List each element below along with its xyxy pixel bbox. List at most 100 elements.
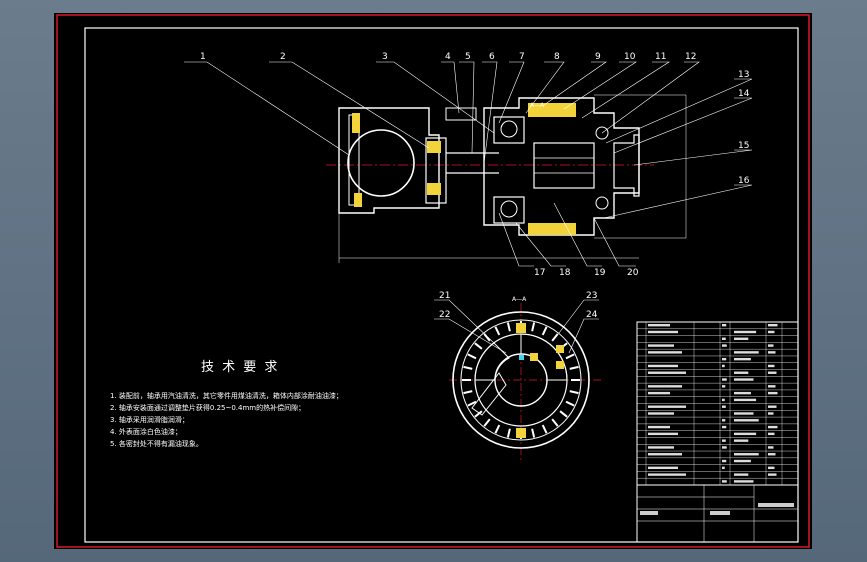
callout-3: 3 [382,52,388,62]
bearing-lower [493,196,525,224]
seal-upper [595,126,609,140]
stator-slot [541,326,548,336]
stator-slot [467,400,477,407]
shaft-circle [347,129,415,197]
stator-slot [559,410,568,418]
callout-15: 15 [738,141,749,151]
stator-slot [483,418,491,427]
outer-border [56,14,810,548]
stator-slot [531,322,536,332]
assembly-view: A—A [326,94,687,263]
marker-top [516,323,526,333]
bearing-upper [493,116,525,144]
callout-11: 11 [655,52,666,62]
callout-4: 4 [445,52,451,62]
seal-lower [595,196,609,210]
stator-slot [565,400,575,407]
tech-requirements: 技 术 要 求 1. 装配前，轴承用汽油清洗，其它零件用煤油清洗，箱体内部涂耐油… [110,360,343,448]
stator-slot [494,326,501,336]
callout-14: 14 [738,89,750,99]
leader-lines [184,61,753,354]
callout-10: 10 [624,52,636,62]
stator-slot [463,365,473,370]
stator-slot [531,428,536,438]
gear-teeth-bottom [528,223,576,235]
parts-list [636,321,799,543]
callout-numbers: 1 2 3 4 5 6 7 8 9 10 11 12 13 14 15 16 1… [200,52,750,320]
stator-slot [506,322,511,332]
drawing-sheet: A—A 1 2 3 4 5 6 7 8 9 [54,13,812,549]
stator-slot [483,333,491,342]
callout-20: 20 [627,268,639,278]
stator-slot [474,410,483,418]
outer-ring [452,311,590,449]
coupling [613,134,640,197]
cad-drawing: A—A 1 2 3 4 5 6 7 8 9 [56,14,810,548]
stator-slot [467,353,477,360]
callout-8: 8 [554,52,560,62]
callout-22: 22 [439,310,450,320]
tech-req-item-1: 1. 装配前，轴承用汽油清洗，其它零件用煤油清洗，箱体内部涂耐油油漆； [110,391,343,400]
flange [425,137,447,204]
marker-right-c [530,353,538,361]
stator-slot [463,390,473,395]
callout-13: 13 [738,70,749,80]
callout-5: 5 [465,52,471,62]
vane-c [471,372,507,416]
stator-slot [565,353,575,360]
gear-teeth-top [528,103,576,117]
housing-left [338,107,440,214]
inner-frame [84,27,799,543]
parts-grid [637,322,798,485]
stator-slot [494,424,501,434]
shaft-core [533,142,595,189]
callout-17: 17 [534,268,545,278]
tech-req-item-3: 3. 轴承采用润滑脂润滑； [110,415,189,424]
outer-ring-inner [460,319,582,441]
flange-mark-bottom [427,183,441,195]
vane-a [520,333,568,381]
tech-req-title: 技 术 要 求 [201,360,279,375]
bolt-bottom [354,193,362,207]
callout-2: 2 [280,52,286,62]
ball-lower [500,200,518,218]
callout-21: 21 [439,291,450,301]
stator-slot [541,424,548,434]
tech-req-item-5: 5. 各密封处不得有漏油现象。 [110,439,203,448]
callout-1: 1 [200,52,206,62]
section-label: A—A [512,296,527,303]
marker-right-a [556,345,564,353]
title-block [636,484,799,543]
bolt-top [352,113,360,133]
marker-cyan [519,355,524,360]
callout-9: 9 [595,52,601,62]
section-view: A—A [449,296,604,461]
vane-b [474,342,510,381]
rod-head [445,107,477,121]
marker-bottom [516,428,526,438]
flange-mark-top [427,141,441,153]
callout-12: 12 [685,52,696,62]
ball-upper [500,120,518,138]
parts-text [648,324,778,483]
callout-19: 19 [594,268,606,278]
callout-23: 23 [586,291,597,301]
stator-slots [462,321,580,439]
callout-6: 6 [489,52,495,62]
tech-req-item-4: 4. 外表面涂白色油漆； [110,427,182,436]
callout-18: 18 [559,268,571,278]
stator-slot [551,333,559,342]
callout-16: 16 [738,176,750,186]
gear-housing [483,97,640,236]
stator-slot [551,418,559,427]
title-block-frame [636,484,799,543]
stator-slot [474,342,483,350]
stator-slot [506,428,511,438]
callout-24: 24 [586,310,598,320]
tech-req-item-2: 2. 轴承安装面通过调整垫片获得0.25~0.4mm的热补偿间隙； [110,403,305,412]
stator-slot [569,365,579,370]
stator-slot [569,390,579,395]
callout-7: 7 [519,52,525,62]
marker-right-b [556,361,564,369]
section-mark-top: A—A [530,102,545,109]
